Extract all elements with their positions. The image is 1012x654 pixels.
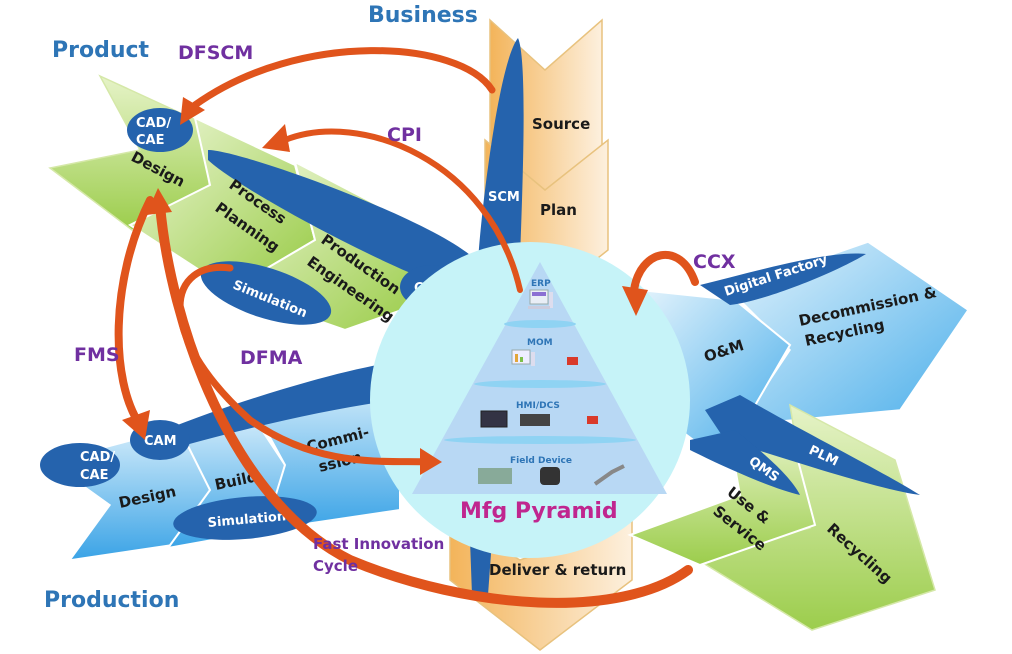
dfscm-arrow bbox=[191, 47, 496, 109]
drive-icon bbox=[540, 467, 560, 485]
pyramid-title: Mfg Pyramid bbox=[460, 499, 618, 524]
tool-cad-cae-production[interactable] bbox=[40, 443, 120, 487]
dfscm-arrowhead bbox=[180, 97, 205, 125]
mfg-pyramid-circle: ERP MOM HMI/DCS Field Device Mfg Pyramid bbox=[370, 242, 690, 558]
pyramid-level-erp: ERP bbox=[531, 279, 551, 289]
fast-innovation-arrow bbox=[155, 200, 693, 608]
dfma-arrowhead bbox=[420, 448, 442, 475]
service-chain: PLM QMS Use & Service Recycling bbox=[627, 395, 936, 631]
tool-cam-production-label: CAM bbox=[144, 434, 177, 449]
pyramid-divider-3 bbox=[444, 436, 636, 444]
cpi-arrowhead bbox=[262, 124, 290, 152]
tool-cad-cae-product[interactable] bbox=[127, 108, 193, 152]
scm-band-lower bbox=[470, 540, 492, 595]
step-deliver-return: Deliver & return bbox=[489, 561, 626, 579]
flow-cpi: CPI bbox=[387, 124, 422, 146]
flow-dfma: DFMA bbox=[240, 347, 303, 369]
tool-cad-cae-product-line1: CAD/ bbox=[136, 116, 171, 131]
section-production: Production bbox=[44, 588, 179, 613]
dfma-arrow bbox=[176, 263, 434, 466]
pyramid-level-mom: MOM bbox=[527, 338, 553, 348]
flow-dfscm: DFSCM bbox=[178, 42, 253, 64]
ccx-arrowhead bbox=[622, 286, 648, 316]
computer-icon-mom bbox=[511, 349, 535, 366]
tool-simulation-production-label: Simulation bbox=[207, 509, 287, 531]
pyramid-shape bbox=[412, 262, 667, 494]
computer-icon-erp bbox=[528, 289, 553, 309]
digital-factory-band bbox=[700, 253, 866, 305]
hmi-panel-icon bbox=[480, 410, 508, 428]
step-plan: Plan bbox=[540, 201, 577, 219]
pyramid-level-hmi-dcs: HMI/DCS bbox=[516, 401, 560, 411]
cam-band-product bbox=[208, 150, 470, 290]
plc-icon bbox=[478, 468, 512, 484]
section-product: Product bbox=[52, 38, 150, 63]
fast-innovation-arrowhead bbox=[146, 188, 172, 215]
pyramid-level-field-device: Field Device bbox=[510, 456, 572, 466]
tool-cad-cae-product-line2: CAE bbox=[136, 133, 164, 148]
software-icon-hmi bbox=[587, 416, 598, 424]
step-source: Source bbox=[532, 115, 590, 133]
flow-fast-innovation-line2: Cycle bbox=[313, 557, 358, 575]
software-icon-mom bbox=[567, 357, 578, 365]
pyramid-divider-2 bbox=[474, 380, 606, 388]
tool-cad-cae-production-line2: CAE bbox=[80, 468, 108, 483]
flow-fms: FMS bbox=[74, 344, 120, 366]
flow-fast-innovation-line1: Fast Innovation bbox=[313, 535, 444, 553]
flow-ccx: CCX bbox=[693, 251, 736, 273]
plm-band bbox=[705, 395, 920, 495]
scm-band bbox=[478, 38, 524, 262]
section-business: Business bbox=[368, 3, 478, 28]
cpi-arrow bbox=[282, 128, 523, 293]
fms-arrow bbox=[114, 196, 154, 429]
qms-band bbox=[690, 430, 800, 495]
ccx-arrow bbox=[630, 250, 699, 294]
flow-arrows bbox=[114, 47, 699, 608]
sensor-icon bbox=[593, 464, 625, 486]
controller-icon bbox=[520, 414, 550, 426]
tool-simulation-product[interactable] bbox=[194, 248, 339, 338]
tool-cad-cae-production-line1: CAD/ bbox=[80, 450, 115, 465]
product-chain: CAD/ CAE Simulation CAM Design Process P… bbox=[48, 74, 470, 338]
tool-scm: SCM bbox=[488, 190, 520, 205]
fms-arrowhead bbox=[122, 410, 150, 440]
pyramid-divider-1 bbox=[504, 320, 576, 328]
